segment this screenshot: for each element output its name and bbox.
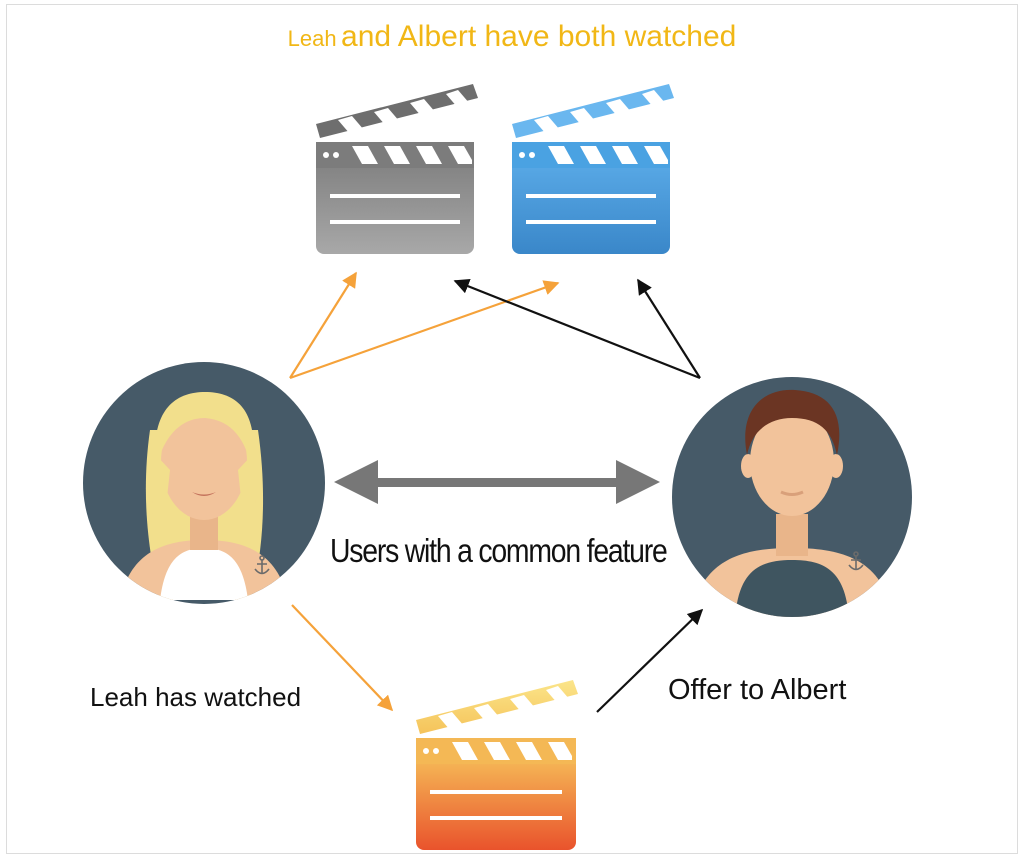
- leah-avatar: [83, 362, 325, 604]
- arrow-orange-to-albert: [596, 608, 704, 713]
- anchor-tattoo-icon: [848, 551, 864, 571]
- title-rest: and Albert have both watched: [341, 20, 737, 53]
- double-arrow-common-feature: [334, 460, 660, 504]
- arrow-leah-to-blue: [289, 280, 560, 380]
- albert-avatar: [672, 377, 912, 617]
- offer-to-albert-label: Offer to Albert: [668, 674, 847, 706]
- arrow-albert-to-blue: [637, 278, 701, 379]
- arrow-leah-to-orange: [291, 604, 394, 712]
- title-name-part: Leah: [287, 26, 337, 51]
- common-feature-label: Users with a common feature: [330, 532, 668, 569]
- leah-watched-label: Leah has watched: [90, 682, 302, 712]
- anchor-tattoo-icon: [254, 555, 270, 575]
- clapperboard-blue-icon: [512, 84, 674, 254]
- diagram-title: Leah and Albert have both watched: [0, 20, 1024, 54]
- arrow-leah-to-gray: [289, 271, 357, 379]
- arrow-albert-to-gray: [453, 278, 701, 380]
- clapperboard-orange-icon: [416, 680, 578, 850]
- clapperboard-gray-icon: [316, 84, 478, 254]
